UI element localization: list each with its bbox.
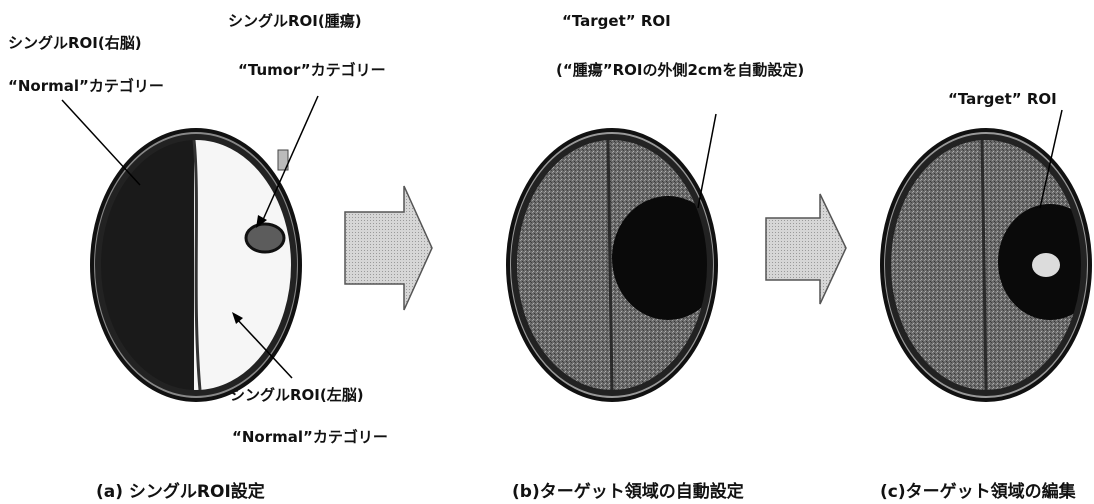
label-left-category: “Normal”カテゴリー xyxy=(232,428,388,446)
leader-tumor-roi xyxy=(261,95,319,223)
label-target-b: “Target” ROI xyxy=(562,12,671,30)
label-tumor-roi: シングルROI(腫瘍) xyxy=(228,12,362,30)
label-target-c: “Target” ROI xyxy=(948,90,1057,108)
tumor-roi xyxy=(244,222,286,254)
skull-rim-b xyxy=(511,134,713,396)
brain-scan-c xyxy=(888,137,1084,393)
skull-rim-c xyxy=(885,134,1087,396)
label-right-roi: シングルROI(右脳) xyxy=(8,34,142,52)
target-roi-auto xyxy=(612,196,710,320)
leader-target-b xyxy=(697,113,717,209)
right-brain-roi xyxy=(98,137,194,393)
label-target-note: (“腫瘍”ROIの外側2cmを自動設定) xyxy=(556,61,805,79)
caption-c: (c)ターゲット領域の編集 xyxy=(880,482,1076,502)
leader-target-c xyxy=(1039,109,1063,209)
leader-right-roi xyxy=(61,99,141,186)
panel-b-brain xyxy=(506,113,718,402)
panel-a-brain xyxy=(61,95,319,402)
caption-b: (b)ターゲット領域の自動設定 xyxy=(512,482,744,502)
caption-a: (a) シングルROI設定 xyxy=(96,482,265,502)
label-left-roi: シングルROI(左脳) xyxy=(230,386,364,404)
label-tumor-category: “Tumor”カテゴリー xyxy=(238,61,386,79)
skull-rim-a xyxy=(95,134,297,396)
tumor-hole xyxy=(1032,253,1060,277)
arrow-a-to-b xyxy=(344,185,433,311)
leader-left-roi xyxy=(235,317,293,379)
arrow-b-to-c xyxy=(765,193,847,305)
panel-c-brain xyxy=(880,109,1092,402)
label-right-category: “Normal”カテゴリー xyxy=(8,77,164,95)
